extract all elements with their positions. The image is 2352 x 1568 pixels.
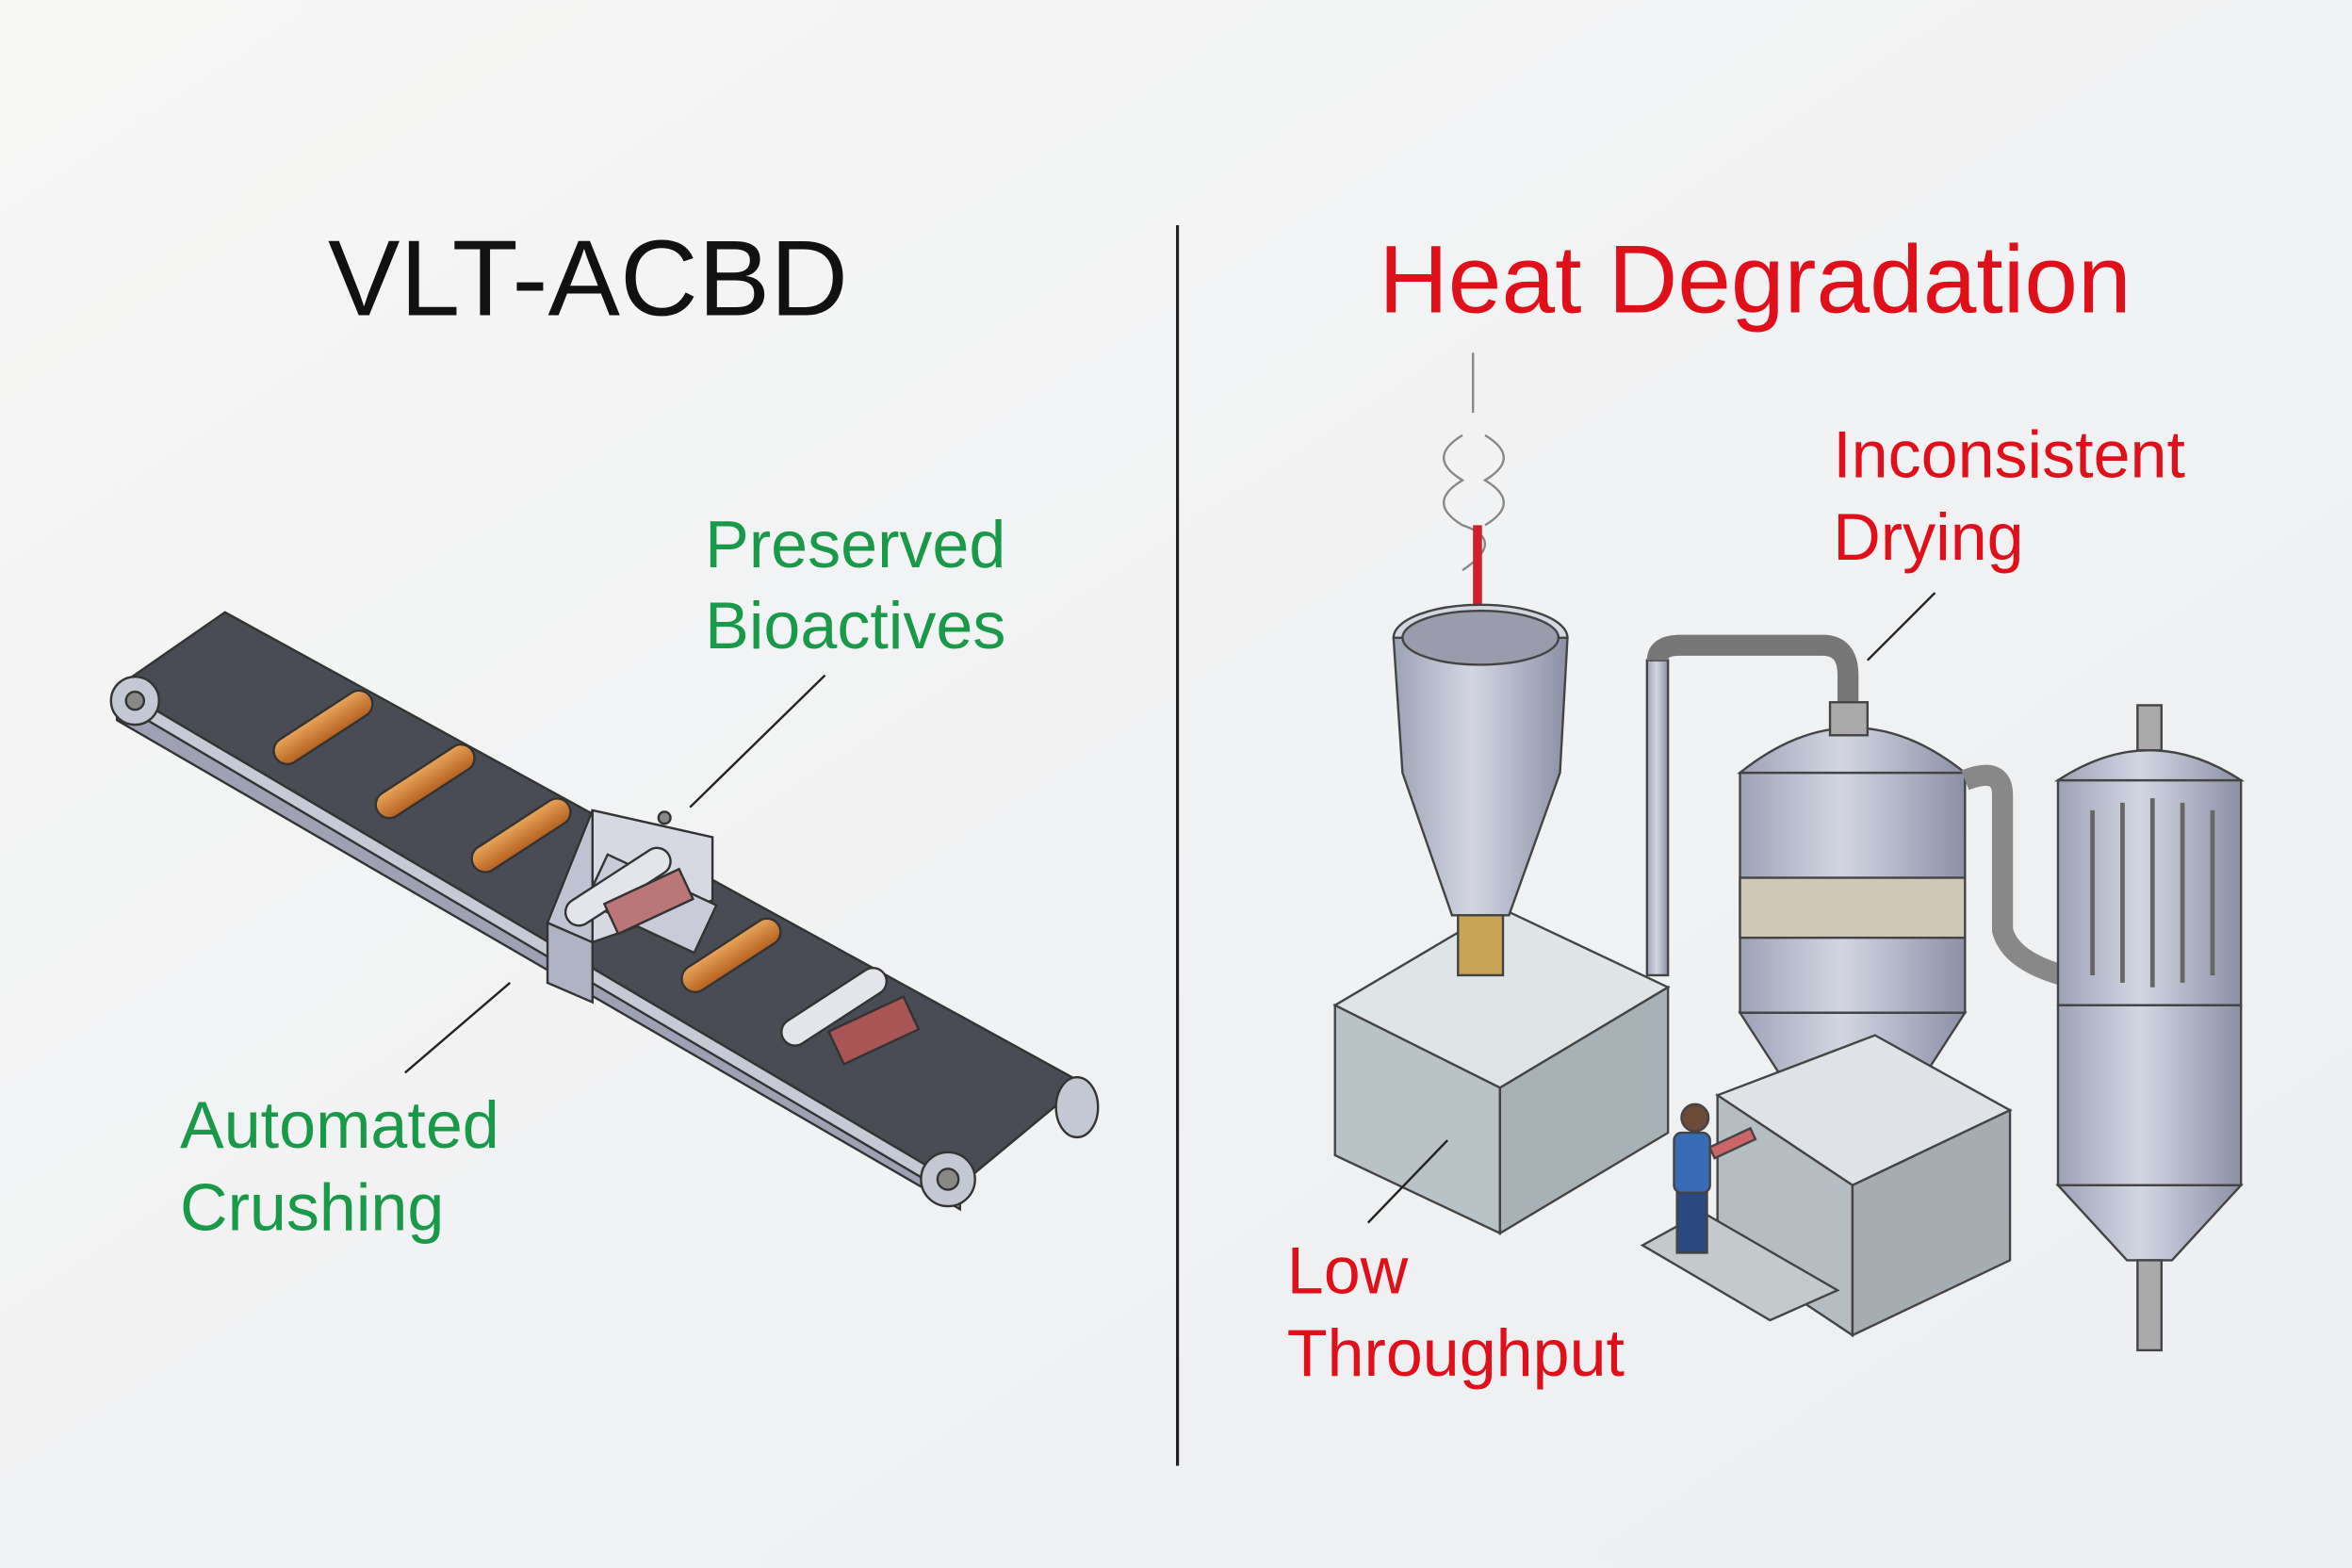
- leader-line: [1366, 1139, 1448, 1224]
- pipe: [1645, 659, 1670, 977]
- label-low-throughput: Low Throughput: [1287, 1233, 1625, 1390]
- label-line: Bioactives: [705, 589, 1005, 662]
- leader-line: [404, 982, 512, 1074]
- pipe: [1646, 634, 1859, 721]
- worker-figure: [1673, 1102, 1757, 1254]
- label-line: Automated: [180, 1088, 499, 1162]
- leader-line: [689, 674, 826, 808]
- label-line: Inconsistent: [1833, 417, 2185, 491]
- steam-icon: [1443, 352, 1505, 572]
- dryer-equipment: [1332, 352, 2246, 1352]
- label-line: Throughput: [1287, 1316, 1625, 1390]
- label-line: Low: [1287, 1233, 1409, 1307]
- label-line: Crushing: [180, 1171, 444, 1245]
- leader-line: [1866, 592, 1936, 662]
- crushed-material: [826, 995, 921, 1066]
- left-title: VLT-ACBD: [328, 219, 848, 339]
- label-automated-crushing: Automated Crushing: [180, 1088, 499, 1245]
- label-line: Preserved: [705, 508, 1005, 581]
- label-preserved-bioactives: Preserved Bioactives: [705, 508, 1005, 662]
- right-title: Heat Degradation: [1379, 225, 2131, 333]
- label-inconsistent-drying: Inconsistent Drying: [1833, 417, 2185, 574]
- label-line: Drying: [1833, 500, 2023, 574]
- produce-rolls: [272, 689, 888, 1047]
- conveyor-belt-machine: [109, 611, 1100, 1212]
- pipe: [1961, 764, 2066, 986]
